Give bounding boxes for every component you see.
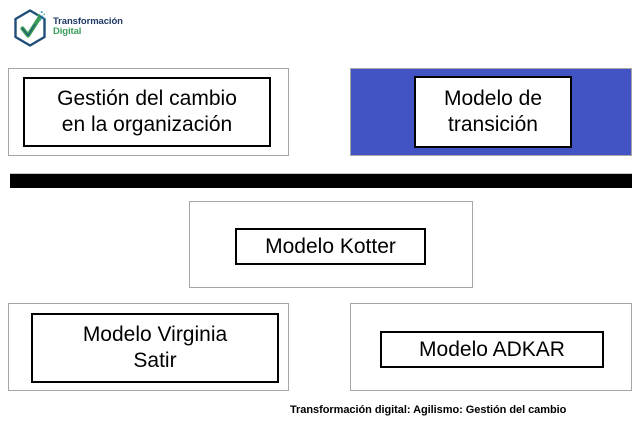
box-transicion-line2: transición	[448, 113, 538, 136]
box-modelo-de-transicion-label: Modelo de transición	[414, 76, 572, 148]
box-satir-line2: Satir	[133, 349, 177, 372]
slide-caption: Transformación digital: Agilismo: Gestió…	[290, 404, 567, 416]
box-satir-line1: Modelo Virginia	[82, 323, 228, 347]
box-kotter-line1: Modelo Kotter	[265, 234, 396, 258]
box-modelo-virginia-satir: Modelo Virginia Satir	[8, 303, 289, 391]
box-transicion-line1: Modelo de	[443, 87, 543, 111]
brand-logo-text: Transformación Digital	[53, 16, 123, 38]
box-modelo-adkar-label: Modelo ADKAR	[380, 331, 604, 368]
box-modelo-virginia-satir-label: Modelo Virginia Satir	[31, 313, 279, 383]
box-modelo-kotter-label: Modelo Kotter	[235, 228, 426, 265]
hexagon-checkmark-logo-icon	[10, 8, 50, 48]
box-gestion-line1: Gestión del cambio	[57, 87, 237, 111]
box-adkar-line1: Modelo ADKAR	[419, 337, 565, 361]
box-gestion-del-cambio-label: Gestión del cambio en la organización	[23, 77, 271, 147]
box-gestion-del-cambio: Gestión del cambio en la organización	[8, 68, 289, 156]
box-modelo-kotter: Modelo Kotter	[189, 201, 473, 288]
box-gestion-line2: en la organización	[61, 113, 233, 136]
box-modelo-adkar: Modelo ADKAR	[350, 303, 632, 391]
box-modelo-de-transicion: Modelo de transición	[350, 68, 632, 156]
brand-logo-line2: Digital	[53, 26, 82, 38]
brand-logo: Transformación Digital	[10, 8, 135, 48]
black-divider-bar	[10, 173, 632, 188]
brand-logo-line1: Transformación	[53, 16, 123, 27]
